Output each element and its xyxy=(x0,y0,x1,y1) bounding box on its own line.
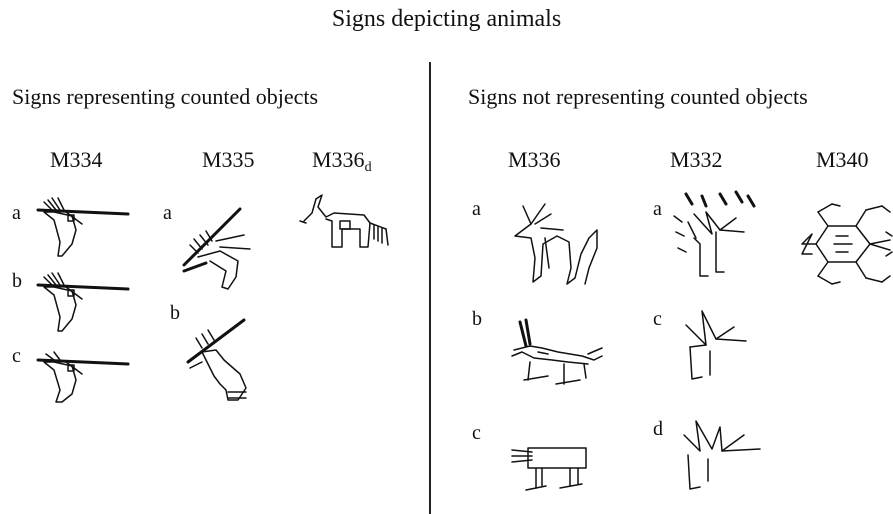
variant-letter: a xyxy=(472,198,481,221)
code-m335: M335 xyxy=(202,147,255,176)
m332-a-glyph xyxy=(668,190,768,280)
m336-c-glyph xyxy=(508,440,598,500)
right-section-heading: Signs not representing counted objects xyxy=(468,84,808,110)
m336-a-glyph xyxy=(505,198,605,288)
m336-b-glyph xyxy=(508,318,608,390)
variant-letter: b xyxy=(472,308,482,331)
variant-letter: c xyxy=(472,422,481,445)
left-section-heading: Signs representing counted objects xyxy=(12,84,318,110)
m334-c-glyph xyxy=(32,340,132,410)
variant-letter: c xyxy=(12,345,21,368)
code-m334: M334 xyxy=(50,147,103,176)
code-m336: M336 xyxy=(508,147,561,176)
m334-a-glyph xyxy=(32,190,132,260)
m335-b-glyph xyxy=(180,318,270,408)
variant-letter: a xyxy=(163,202,172,225)
variant-letter: a xyxy=(12,202,21,225)
variant-letter: a xyxy=(653,198,662,221)
m335-a-glyph xyxy=(180,205,270,295)
m334-b-glyph xyxy=(32,265,132,335)
variant-letter: c xyxy=(653,308,662,331)
m340-glyph xyxy=(800,192,893,302)
section-divider xyxy=(429,62,431,514)
figure-title: Signs depicting animals xyxy=(0,6,893,33)
variant-letter: b xyxy=(170,302,180,325)
m332-d-glyph xyxy=(680,415,770,495)
code-m340: M340 xyxy=(816,147,869,176)
code-m332: M332 xyxy=(670,147,723,176)
variant-letter: b xyxy=(12,270,22,293)
m336d-glyph xyxy=(296,193,396,255)
variant-letter: d xyxy=(653,418,663,441)
code-m336d: M336d xyxy=(312,147,372,176)
m332-c-glyph xyxy=(680,305,760,385)
